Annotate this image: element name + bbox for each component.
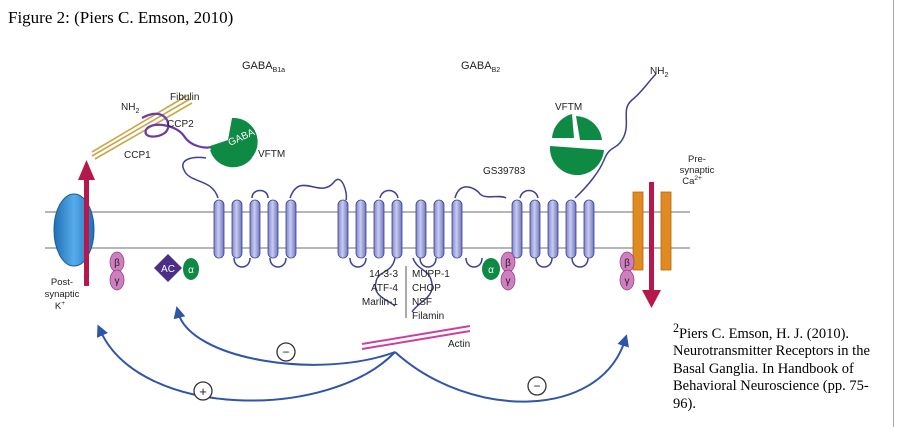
ac-label: AC (161, 264, 175, 275)
beta-label-ca: β (624, 258, 630, 269)
calcium-label: Ca2+ (682, 175, 702, 187)
activation-sign-k: + (193, 381, 213, 401)
partner-14-3-3: 14-3-3 (369, 269, 398, 280)
partner-atf-4: ATF-4 (371, 283, 398, 294)
potassium-label: K+ (55, 300, 65, 312)
gamma-label-left: γ (115, 276, 120, 287)
cell-membrane (45, 211, 690, 249)
fibulin-fibers (91, 94, 193, 160)
svg-text:+: + (199, 384, 207, 399)
beta-label-left: β (114, 258, 120, 269)
postsynaptic-label-1: Post- (51, 277, 73, 288)
calcium-influx-arrow (642, 182, 661, 308)
intracellular-loops (233, 257, 589, 313)
adenylyl-cyclase: AC (154, 254, 182, 282)
partner-chop: CHOP (412, 283, 441, 294)
potassium-efflux-arrow (78, 160, 95, 286)
gaba-b-receptor-diagram: β γ AC α α β γ β γ − (45, 60, 715, 403)
presynaptic-label-1: Pre- (688, 154, 706, 165)
gaba-b1a-sushi-domains (141, 112, 217, 149)
page-divider (893, 0, 894, 427)
partner-filamin: Filamin (412, 311, 444, 322)
g-protein-betagamma-ca: β γ (619, 251, 635, 291)
vftm-right-label: VFTM (555, 102, 582, 113)
signalling-arrows (96, 306, 629, 403)
beta-label-right: β (505, 258, 511, 269)
extracellular-loops (182, 73, 657, 201)
vftm-left-label: VFTM (258, 149, 285, 160)
gaba-b1a-label: GABAB1a (242, 60, 285, 74)
svg-text:−: − (533, 379, 540, 393)
postsynaptic-label-2: synaptic (45, 289, 80, 300)
partner-nsf: NSF (412, 297, 432, 308)
partner-mupp-1: MUPP-1 (412, 269, 450, 280)
actin-label: Actin (448, 339, 470, 350)
footnote-marker: 2 (673, 321, 680, 335)
gaba-b2-label: GABAB2 (461, 60, 500, 74)
g-protein-betagamma-left: β γ (109, 251, 125, 291)
gaba-b1a-vftm (210, 117, 258, 168)
gs39783-label: GS39783 (483, 166, 526, 177)
gaba-b2-vftm (549, 114, 604, 176)
svg-text:−: − (282, 345, 289, 359)
calcium-channel (632, 191, 672, 271)
g-protein-heterotrimer-right: α β γ (482, 251, 516, 291)
gaba-b2-transmembrane-helices (415, 199, 595, 259)
alpha-label-right: α (488, 265, 494, 276)
inhibition-sign-ca: − (527, 376, 547, 396)
ccp2-label: CCP2 (167, 119, 194, 130)
inhibition-sign-ac: − (276, 342, 296, 362)
reference-text: Piers C. Emson, H. J. (2010). Neurotrans… (673, 325, 870, 412)
fibulin-label: Fibulin (170, 92, 199, 103)
nh2-right-label: NH2 (650, 66, 668, 79)
nh2-left-label: NH2 (121, 102, 139, 115)
presynaptic-label-2: synaptic (680, 165, 715, 176)
footnote-reference: 2Piers C. Emson, H. J. (2010). Neurotran… (673, 320, 878, 413)
actin-filament (361, 325, 471, 350)
gamma-label-ca: γ (625, 276, 630, 287)
g-alpha-left: α (183, 258, 199, 280)
ccp1-label: CCP1 (124, 150, 151, 161)
gamma-label-right: γ (506, 276, 511, 287)
partner-marlin-1: Marlin-1 (362, 297, 399, 308)
figure-caption: Figure 2: (Piers C. Emson, 2010) (8, 8, 234, 27)
gaba-b1-transmembrane-helices (213, 199, 403, 259)
alpha-label-left: α (188, 265, 194, 276)
